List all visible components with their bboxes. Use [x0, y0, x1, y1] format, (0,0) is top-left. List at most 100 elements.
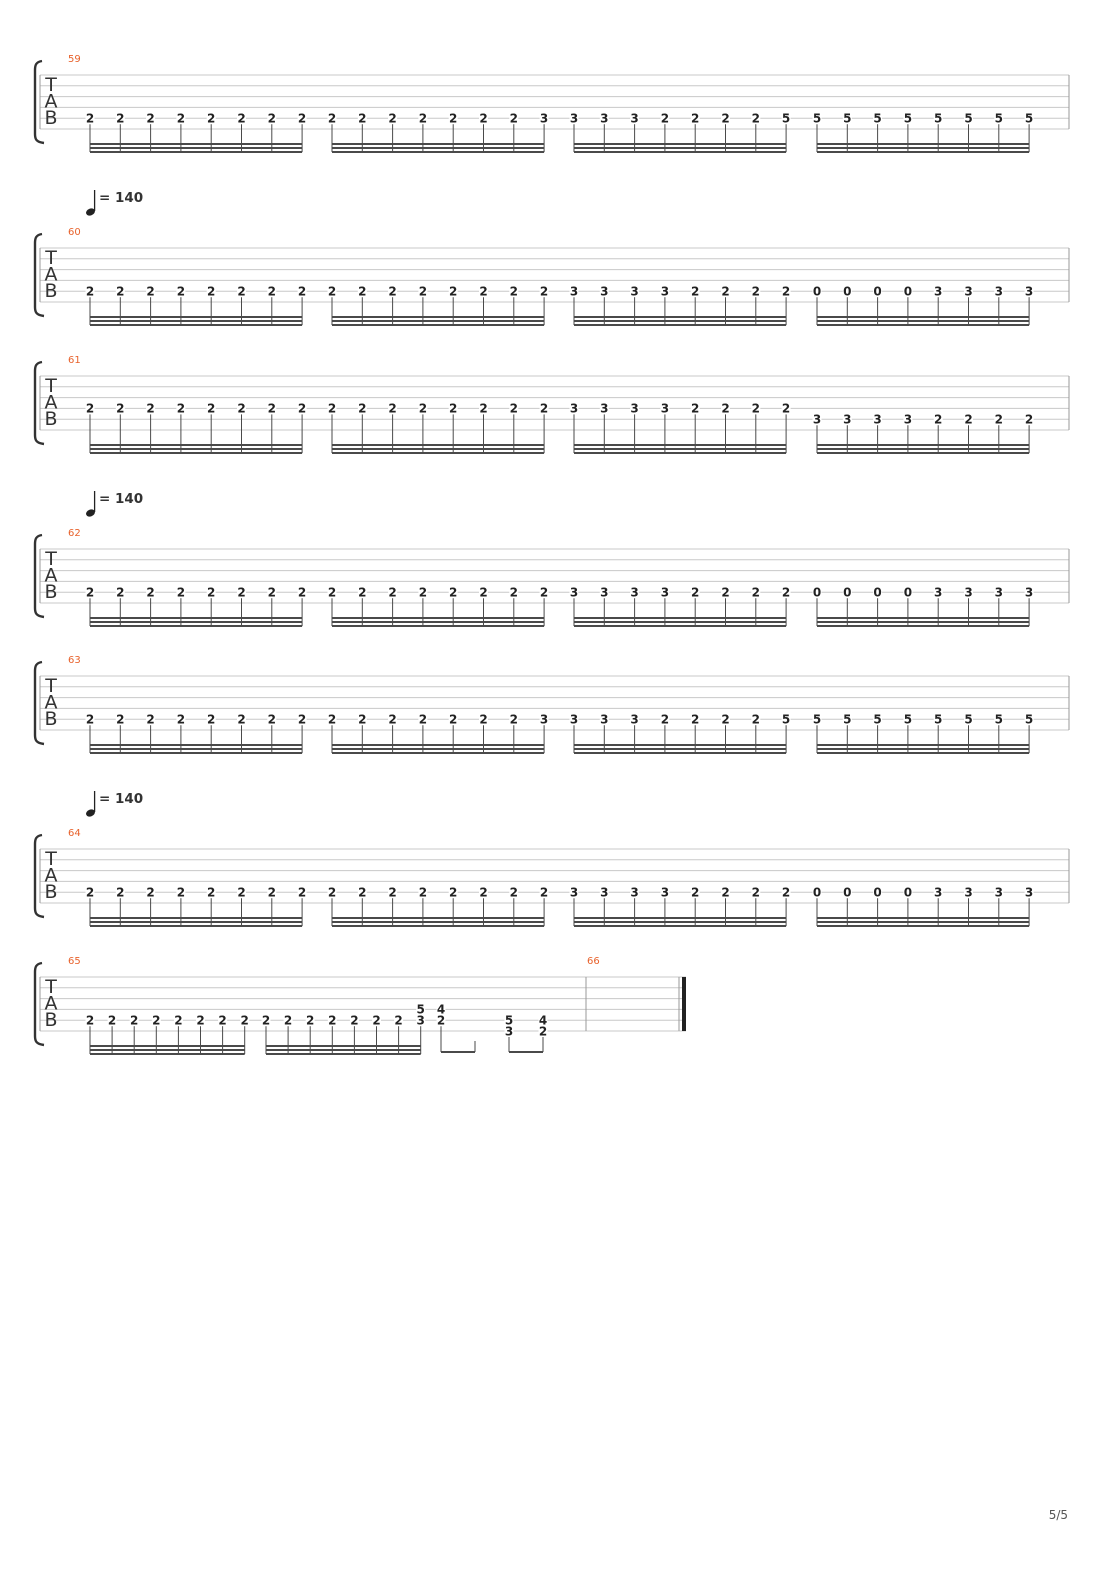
fret-number: 3 [661, 586, 669, 600]
fret-knockout [660, 402, 670, 414]
fret-knockout [599, 713, 609, 725]
fret-knockout [267, 402, 277, 414]
fret-knockout [416, 1014, 426, 1026]
fret-number: 2 [146, 285, 154, 299]
fret-number: 2 [372, 1014, 380, 1028]
fret-number: 5 [934, 713, 942, 727]
fret-number: 2 [479, 713, 487, 727]
fret-knockout [448, 285, 458, 297]
fret-number: 2 [298, 402, 306, 416]
fret-number: 2 [752, 285, 760, 299]
tab-clef: TAB [44, 976, 57, 1031]
fret-number: 5 [782, 713, 790, 727]
fret-knockout [660, 586, 670, 598]
fret-knockout [388, 886, 398, 898]
fret-number: 3 [661, 402, 669, 416]
fret-knockout [418, 713, 428, 725]
fret-number: 2 [419, 886, 427, 900]
fret-number: 3 [995, 886, 1003, 900]
fret-number: 2 [358, 402, 366, 416]
fret-number: 2 [268, 886, 276, 900]
system-bracket [33, 232, 45, 318]
fret-knockout [781, 586, 791, 598]
fret-number: 2 [691, 285, 699, 299]
fret-knockout [479, 586, 488, 598]
fret-knockout [873, 886, 883, 898]
fret-number: 2 [752, 586, 760, 600]
fret-number: 2 [116, 285, 124, 299]
fret-number: 2 [721, 112, 729, 126]
fret-knockout [305, 1014, 315, 1026]
fret-number: 2 [328, 713, 336, 727]
fret-number: 2 [237, 112, 245, 126]
fret-knockout [751, 886, 761, 898]
fret-number: 2 [479, 285, 487, 299]
fret-knockout [509, 402, 519, 414]
fret-number: 2 [268, 112, 276, 126]
fret-knockout [539, 886, 549, 898]
fret-knockout [630, 886, 640, 898]
fret-knockout [357, 586, 367, 598]
fret-number: 5 [934, 112, 942, 126]
fret-number: 2 [510, 112, 518, 126]
system-bracket [33, 533, 45, 619]
fret-knockout [176, 886, 186, 898]
system-bracket [33, 59, 45, 145]
fret-knockout [85, 586, 95, 598]
fret-number: 2 [298, 285, 306, 299]
fret-knockout [261, 1014, 271, 1026]
fret-number: 3 [540, 112, 548, 126]
tempo-value: = 140 [99, 791, 143, 807]
fret-knockout [394, 1014, 404, 1026]
fret-number: 3 [964, 586, 972, 600]
fret-knockout [842, 713, 852, 725]
fret-number: 2 [540, 586, 548, 600]
fret-knockout [690, 713, 700, 725]
fret-knockout [569, 402, 579, 414]
fret-number: 2 [218, 1014, 226, 1028]
fret-knockout [267, 285, 277, 297]
fret-number: 2 [358, 586, 366, 600]
fret-number: 0 [873, 586, 881, 600]
fret-number: 2 [207, 112, 215, 126]
fret-knockout [599, 285, 609, 297]
fret-knockout [237, 112, 246, 124]
fret-number: 2 [964, 413, 972, 427]
fret-knockout [964, 586, 973, 598]
tab-clef: TAB [44, 548, 57, 603]
fret-number: 2 [388, 285, 396, 299]
fret-number: 3 [600, 713, 608, 727]
quarter-note-icon [86, 509, 95, 517]
fret-number: 3 [630, 586, 638, 600]
tab-clef-letter: T [44, 848, 57, 870]
fret-knockout [812, 285, 822, 297]
fret-number: 2 [539, 1024, 547, 1038]
fret-knockout [630, 285, 640, 297]
tempo-value: = 140 [99, 491, 143, 507]
measure-number: 61 [68, 355, 81, 366]
fret-number: 2 [177, 886, 185, 900]
fret-number: 2 [328, 886, 336, 900]
fret-knockout [297, 112, 307, 124]
fret-knockout [418, 402, 428, 414]
tab-clef-letter: A [45, 692, 58, 714]
fret-knockout [327, 402, 337, 414]
system-bracket [33, 660, 45, 746]
fret-number: 2 [479, 886, 487, 900]
fret-number: 3 [600, 112, 608, 126]
fret-knockout [206, 285, 216, 297]
fret-knockout [418, 586, 428, 598]
fret-knockout [599, 886, 609, 898]
fret-knockout [448, 886, 458, 898]
fret-knockout [751, 402, 761, 414]
fret-number: 2 [540, 285, 548, 299]
fret-number: 5 [873, 112, 881, 126]
fret-number: 3 [1025, 886, 1033, 900]
fret-knockout [115, 886, 125, 898]
fret-knockout [218, 1014, 228, 1026]
system-bracket [33, 360, 45, 446]
fret-knockout [539, 713, 549, 725]
fret-number: 2 [108, 1014, 116, 1028]
